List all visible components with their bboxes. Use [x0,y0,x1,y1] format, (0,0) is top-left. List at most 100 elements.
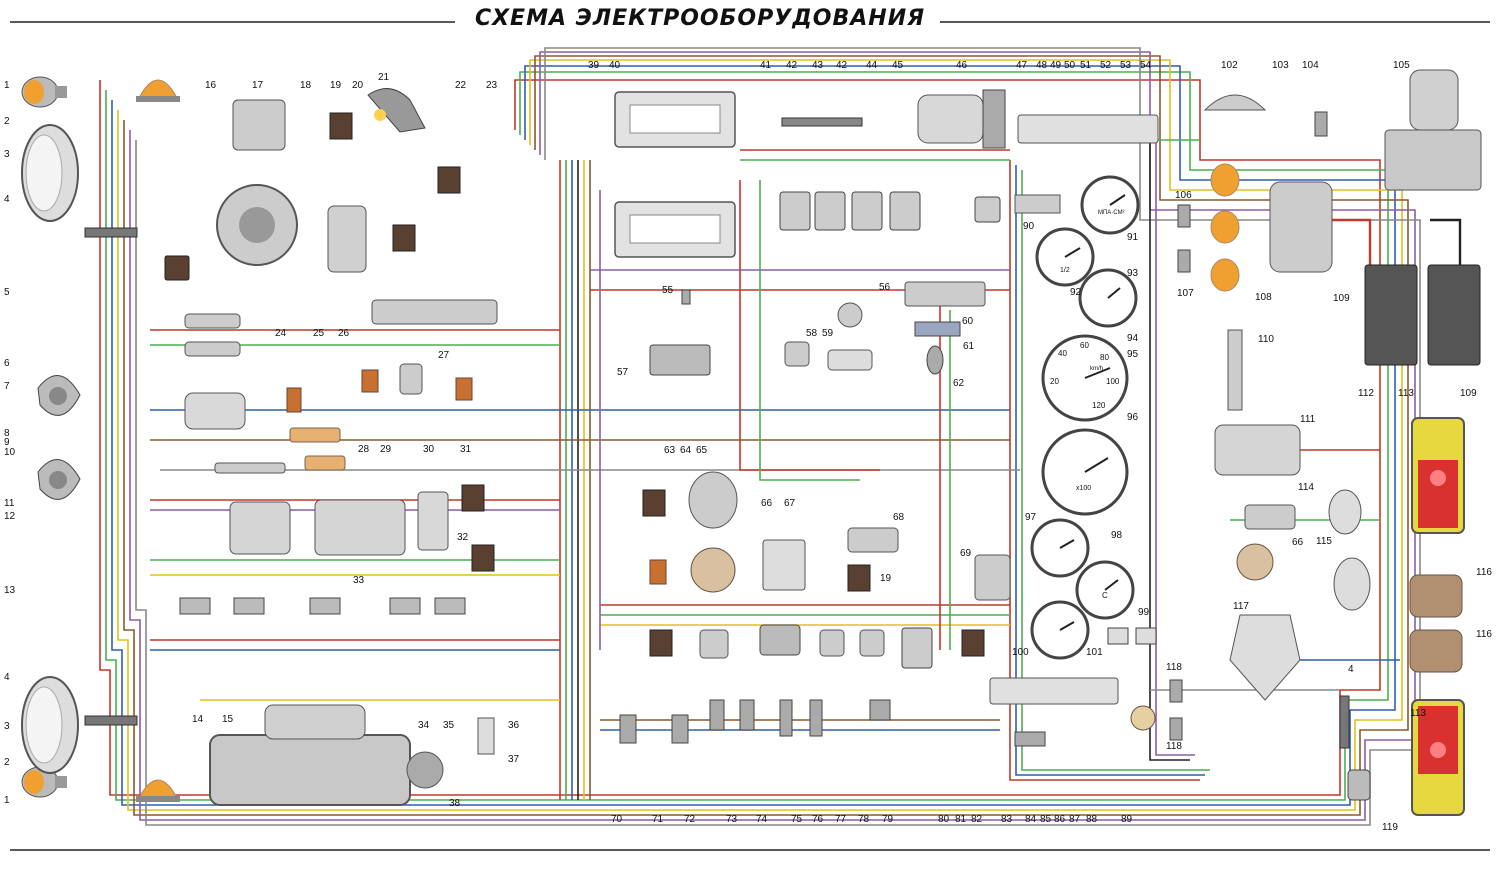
connector-90 [1014,194,1061,214]
relay-20 [392,224,416,252]
callout-label: 29 [380,444,392,455]
callout-label: 91 [1127,232,1139,243]
wire-right-trunk-e [1155,130,1195,756]
switch-79 [901,627,933,669]
callout-label: 84 [1025,814,1037,825]
relay-80 [961,629,985,657]
callout-label: 43 [812,60,824,71]
callout-label: 2 [4,757,10,768]
component-59 [827,349,873,371]
side-indicator-top [21,76,67,108]
sensor-12 [214,462,286,474]
gauge-91-unit: МПА·СМ² [1098,210,1125,216]
connector-block-4b [84,715,138,726]
sensor-27 [455,377,473,401]
sensor-28 [304,455,346,471]
sensor-26 [399,363,423,395]
callout-label: 115 [1316,536,1332,547]
callout-label: 106 [1175,190,1192,201]
switch-15 [233,597,265,615]
callout-label: 86 [1054,814,1066,825]
callout-label: 64 [680,445,692,456]
callout-label: 117 [1233,601,1249,612]
callout-label: 10 [4,447,16,458]
sensor-24 [286,387,302,413]
diagram-title: СХЕМА ЭЛЕКТРООБОРУДОВАНИЯ [0,6,1400,31]
connector-block-4a [84,227,138,238]
callout-label: 111 [1300,414,1316,425]
under-hood-lamp-21 [367,88,426,133]
callout-label: 26 [338,328,350,339]
callout-label: 20 [352,80,364,91]
spark-plug-75a [779,699,793,737]
switch-34 [309,597,341,615]
callout-label: 22 [455,80,467,91]
connector-block-4c [1339,695,1350,749]
sensor-73b [739,699,755,731]
callout-label: 95 [1127,349,1139,360]
speedo-40: 40 [1058,349,1067,358]
callout-label: 118 [1166,662,1182,673]
headlamp-bottom [21,676,79,774]
fuse-strip-42 [781,117,863,127]
callout-label: 46 [956,60,968,71]
callout-label: 16 [205,80,217,91]
callout-label: 7 [4,381,10,392]
callout-label: 118 [1166,741,1182,752]
callout-label: 31 [460,444,472,455]
callout-label: 92 [1070,287,1082,298]
callout-label: 37 [508,754,520,765]
callout-label: 24 [275,328,287,339]
callout-label: 63 [664,445,676,456]
indicator-panel-48-54 [1017,114,1159,144]
relay-63 [642,489,666,517]
callout-label: 65 [696,445,708,456]
callout-label: 27 [438,350,450,361]
callout-label: 96 [1127,412,1139,423]
gauge-93 [1078,268,1138,328]
lamp-116a [1409,574,1463,618]
callout-label: 109 [1460,388,1477,399]
callout-label: 70 [611,814,623,825]
callout-label: 15 [222,714,234,725]
callout-label: 57 [617,367,629,378]
callout-label: 32 [457,532,469,543]
callout-label: 87 [1069,814,1081,825]
component-67 [762,539,806,591]
callout-label: 41 [760,60,772,71]
callout-label: 103 [1272,60,1289,71]
speedo-unit: km/h [1090,366,1103,372]
sensor-118a [1169,679,1183,703]
callout-label: 98 [1111,530,1123,541]
callout-label: 93 [1127,268,1139,279]
callout-label: 4 [4,194,10,205]
callout-label: 109 [1333,293,1350,304]
callout-label: 49 [1050,60,1062,71]
callout-label: 83 [1001,814,1013,825]
callout-label: 79 [882,814,894,825]
callout-label: 42 [836,60,848,71]
callout-label: 34 [418,720,430,731]
speedo-20: 20 [1050,377,1059,386]
callout-label: 33 [353,575,365,586]
callout-label: 13 [4,585,16,596]
callout-label: 67 [784,498,796,509]
front-indicator-top [136,79,180,102]
switch-45 [889,191,921,231]
indicator-101b [1135,627,1157,645]
wire-main-brown [123,55,1409,816]
relay-19b [847,564,871,592]
speedo-60: 60 [1080,341,1089,350]
ignition-coil-18 [327,205,367,273]
wire-main-green [105,71,1389,801]
lamp-116b [1409,629,1463,673]
callout-label: 40 [609,60,621,71]
wire-right-trunk-a [1009,160,1200,781]
sensor-110 [1227,329,1243,411]
callout-label: 113 [1410,708,1426,719]
callout-label: 44 [866,60,878,71]
component-114 [1244,504,1296,530]
callout-label: 45 [892,60,904,71]
